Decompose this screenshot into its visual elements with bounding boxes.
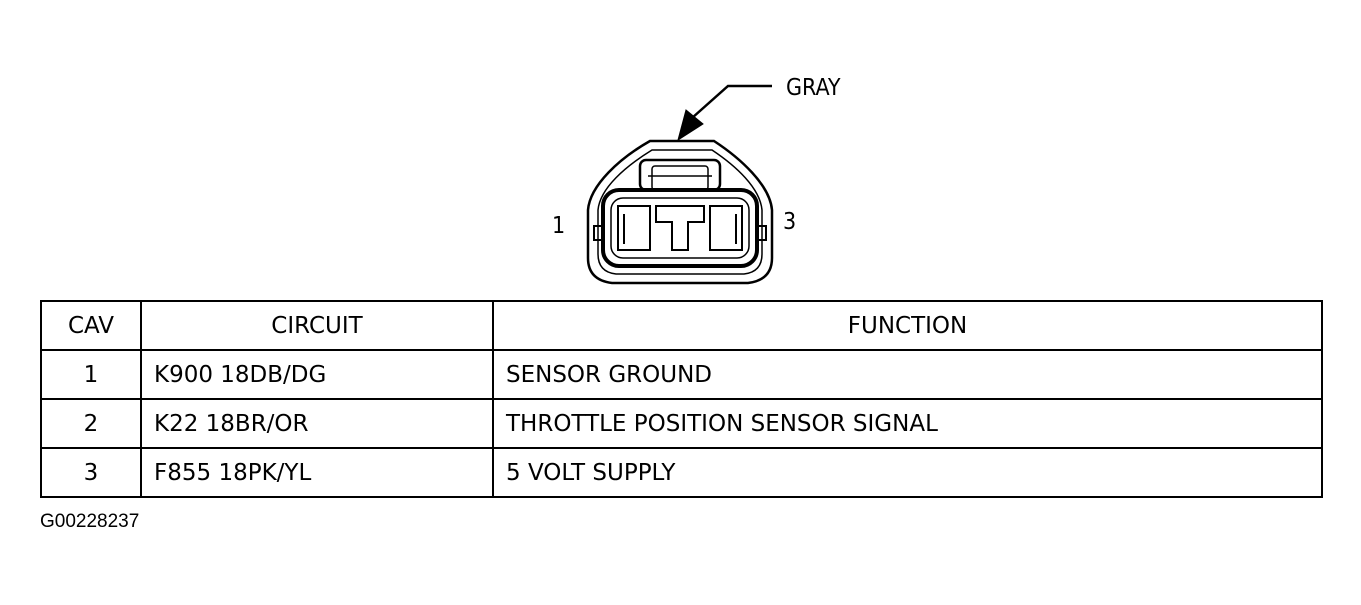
cell-cav: 1 [40, 349, 142, 400]
cell-function: 5 VOLT SUPPLY [492, 447, 1323, 498]
cell-function: SENSOR GROUND [492, 349, 1323, 400]
cell-cav: 2 [40, 398, 142, 449]
table-row: 3 F855 18PK/YL 5 VOLT SUPPLY [40, 447, 1323, 498]
pin-1-label: 1 [552, 213, 565, 239]
connector-body [586, 139, 774, 285]
connector-latch [638, 158, 722, 192]
pin-3-label: 3 [783, 209, 796, 235]
pinout-table: CAV CIRCUIT FUNCTION 1 K900 18DB/DG SENS… [40, 300, 1323, 498]
cell-circuit: F855 18PK/YL [140, 447, 494, 498]
header-cav: CAV [40, 300, 142, 351]
header-circuit: CIRCUIT [140, 300, 494, 351]
table-header-row: CAV CIRCUIT FUNCTION [40, 300, 1323, 351]
connector-color-label: GRAY [786, 75, 841, 101]
table-row: 2 K22 18BR/OR THROTTLE POSITION SENSOR S… [40, 398, 1323, 449]
cell-circuit: K900 18DB/DG [140, 349, 494, 400]
terminal-cavities [617, 205, 743, 251]
cell-circuit: K22 18BR/OR [140, 398, 494, 449]
cavity-housing [593, 188, 767, 268]
header-function: FUNCTION [492, 300, 1323, 351]
cell-function: THROTTLE POSITION SENSOR SIGNAL [492, 398, 1323, 449]
color-leader-arrow [677, 84, 772, 142]
connector-diagram: GRAY 1 3 [552, 75, 841, 285]
table-row: 1 K900 18DB/DG SENSOR GROUND [40, 349, 1323, 400]
figure-id: G00228237 [40, 511, 140, 532]
cell-cav: 3 [40, 447, 142, 498]
